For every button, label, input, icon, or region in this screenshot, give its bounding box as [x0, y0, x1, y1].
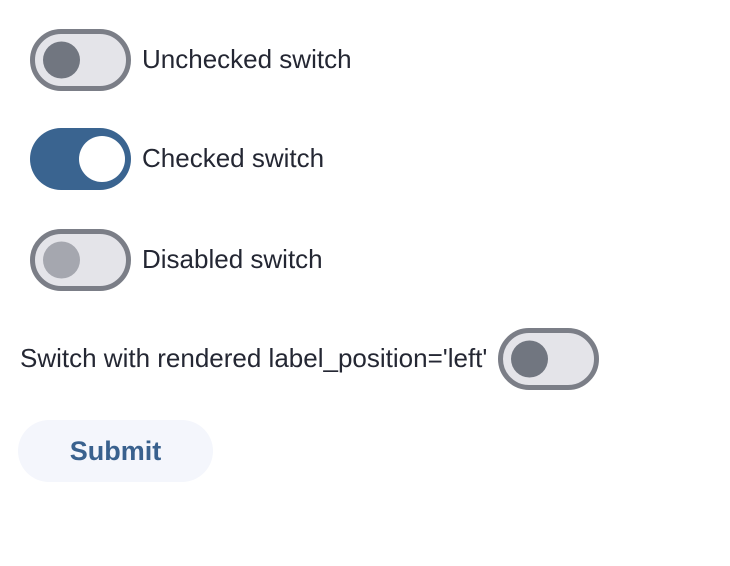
switch-row-label-left: Switch with rendered label_position='lef…	[20, 328, 600, 390]
switch-knob	[79, 136, 125, 182]
switch-label-disabled: Disabled switch	[142, 244, 323, 275]
submit-button[interactable]: Submit	[18, 420, 213, 482]
switch-label-unchecked: Unchecked switch	[142, 44, 352, 75]
switch-row-disabled: Disabled switch	[30, 229, 323, 291]
switch-disabled	[30, 229, 131, 291]
switch-label-left-position: Switch with rendered label_position='lef…	[20, 343, 488, 374]
switch-unchecked[interactable]	[30, 29, 131, 91]
switch-knob	[43, 241, 80, 279]
switch-label-checked: Checked switch	[142, 143, 325, 174]
switch-knob	[43, 41, 80, 79]
switch-row-checked: Checked switch	[30, 128, 324, 190]
switch-label-left[interactable]	[498, 328, 600, 390]
switch-knob	[511, 340, 549, 378]
switch-row-unchecked: Unchecked switch	[30, 29, 352, 91]
switch-checked[interactable]	[30, 128, 131, 190]
